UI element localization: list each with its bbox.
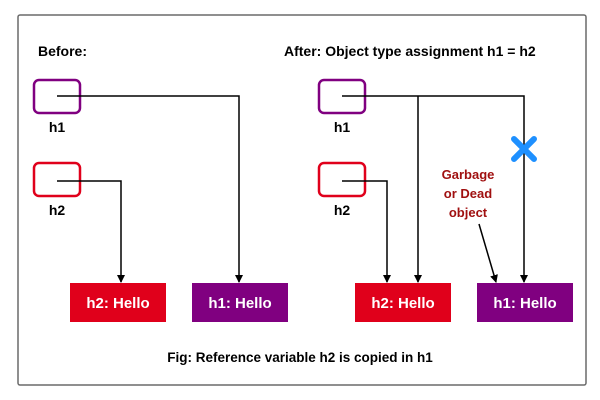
before-h2-variable-box	[32, 161, 82, 198]
before-h1-reference-arrow	[57, 95, 243, 283]
diagram-frame	[17, 14, 587, 386]
after-h2-variable-box	[317, 161, 367, 198]
garbage-label-line-1: Garbage	[442, 167, 495, 182]
after-h2-object	[355, 283, 451, 322]
before-title: Before:	[38, 43, 87, 59]
before-h2-label: h2	[49, 202, 66, 218]
after-h2-object-label: h2: Hello	[371, 295, 434, 312]
after-h1-object-label: h1: Hello	[493, 295, 556, 312]
garbage-label-line-3: object	[449, 205, 488, 220]
after-h1-broken-reference-arrow	[342, 95, 528, 283]
after-h2-label: h2	[334, 202, 351, 218]
before-h2-reference-arrow	[57, 180, 125, 283]
garbage-label-line-2: or Dead	[444, 186, 492, 201]
before-h1-object	[192, 283, 288, 322]
before-h1-object-label: h1: Hello	[208, 295, 271, 312]
garbage-pointer-arrow	[478, 223, 498, 283]
after-h1-object	[477, 283, 573, 322]
after-h2-reference-arrow	[342, 180, 391, 283]
after-h1-label: h1	[334, 119, 351, 135]
before-h2-object	[70, 283, 166, 322]
after-title: After: Object type assignment h1 = h2	[284, 43, 536, 59]
before-h1-label: h1	[49, 119, 66, 135]
cross-icon	[511, 136, 537, 162]
figure-caption: Fig: Reference variable h2 is copied in …	[167, 350, 433, 365]
before-h2-object-label: h2: Hello	[86, 295, 149, 312]
